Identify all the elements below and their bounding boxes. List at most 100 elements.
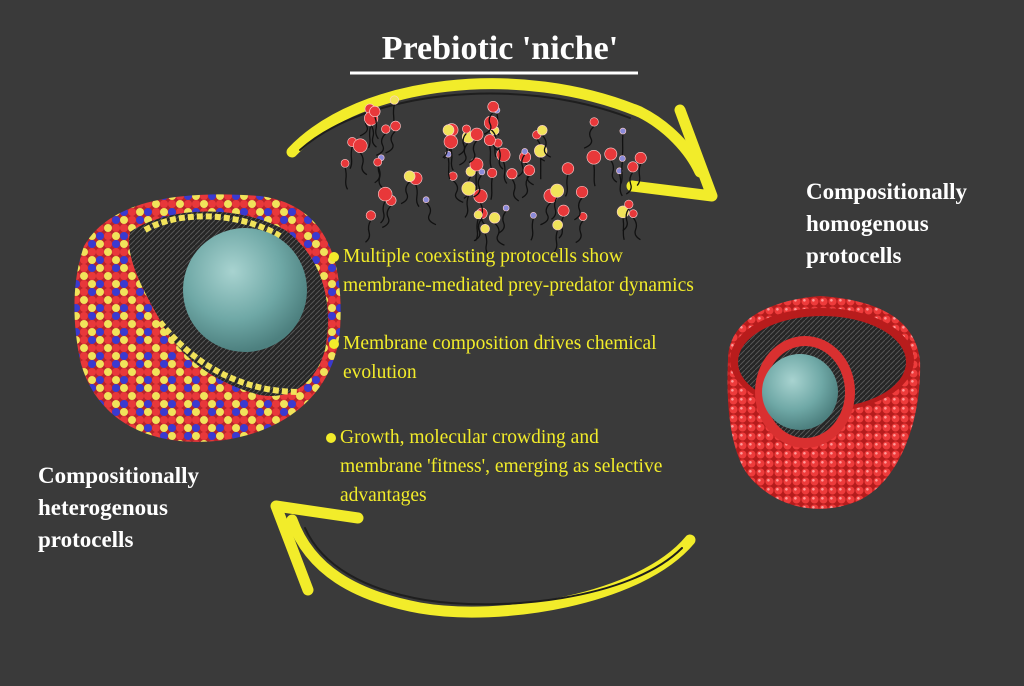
bullet-2-line-2: evolution: [343, 362, 417, 383]
lipid-head: [634, 151, 647, 164]
lipid-head: [552, 219, 563, 231]
lipid-tail: [468, 140, 478, 164]
lipid-tail: [376, 132, 387, 156]
lipid-tail: [365, 219, 372, 243]
lipid-tail: [377, 165, 384, 189]
lipid-head: [487, 167, 498, 178]
heterogenous-label-line-2: heterogenous: [38, 495, 168, 520]
lipid-head: [353, 138, 368, 153]
lipid-tail: [464, 195, 470, 218]
lipid-head: [478, 168, 486, 176]
lipid-tail: [521, 175, 530, 199]
lipid-tail: [370, 124, 377, 148]
heterogenous-protocell-icon: [74, 194, 341, 442]
lipid-head: [461, 181, 476, 196]
lipid-head: [390, 120, 401, 132]
lipid-tail: [400, 181, 411, 205]
lipid-tail: [359, 152, 368, 176]
lipid-tail: [497, 146, 504, 170]
bullet-growth-fitness: Growth, molecular crowding and membrane …: [326, 423, 760, 510]
lipid-head: [575, 185, 589, 199]
lipid-head: [550, 183, 565, 198]
page-title: Prebiotic 'niche': [381, 30, 619, 67]
lipid-head: [557, 204, 570, 217]
lipid-tail: [474, 218, 479, 242]
lipid-tail: [502, 161, 508, 184]
bullet-3-line-1: Growth, molecular crowding and: [340, 427, 599, 448]
lipid-head: [627, 161, 639, 173]
lipid-head: [487, 101, 499, 113]
lipid-tail: [498, 210, 507, 234]
bullet-prey-predator: Multiple coexisting protocells show memb…: [329, 242, 793, 300]
bullet-dot-icon: [329, 252, 339, 262]
lipid-tail: [636, 163, 642, 187]
lipid-tail: [381, 205, 392, 229]
lipid-tail: [551, 196, 558, 220]
heterogenous-protocells-label: Compositionally heterogenous protocells: [38, 460, 258, 556]
lipid-head: [448, 171, 458, 181]
lipid-head: [586, 150, 602, 165]
lipid-tail: [610, 159, 618, 183]
lipid-tail: [622, 208, 630, 232]
lipid-head: [369, 105, 381, 118]
heterogenous-label-line-1: Compositionally: [38, 463, 200, 488]
lipid-tail: [474, 170, 478, 194]
lipid-tail: [553, 229, 559, 253]
lipid-tail: [380, 200, 386, 224]
lipid-tail: [621, 133, 624, 157]
lipid-tail: [489, 145, 492, 168]
lipid-head: [403, 170, 416, 183]
lipid-tail: [494, 222, 505, 246]
lipid-tail: [620, 161, 624, 184]
bullet-dot-icon: [326, 433, 336, 443]
lipid-head: [470, 127, 484, 141]
lipid-head: [488, 212, 501, 224]
lipid-molecules-icon: [340, 95, 647, 256]
lipid-tail: [452, 179, 464, 204]
homogenous-label-line-3: protocells: [806, 243, 902, 268]
lipid-tail: [484, 232, 490, 256]
lipid-tail: [490, 177, 493, 200]
lipid-head: [521, 148, 529, 155]
lipid-head: [619, 155, 626, 162]
lipid-head: [537, 125, 548, 136]
lipid-head: [628, 209, 638, 218]
lipid-head: [422, 196, 430, 203]
lipid-head: [381, 124, 391, 134]
lipid-head: [442, 124, 455, 136]
lipid-tail: [367, 125, 372, 149]
lipid-head: [484, 115, 499, 131]
bullet-2-line-1: Membrane composition drives chemical: [343, 333, 657, 354]
homogenous-protocell-icon: [727, 296, 921, 509]
lipid-tail: [632, 217, 641, 241]
lipid-tail: [344, 167, 349, 190]
lipid-tail: [447, 157, 451, 180]
curved-arrow-right-icon: [286, 78, 718, 202]
lipid-head: [502, 204, 510, 212]
lipid-tail: [593, 164, 596, 187]
lipid-tail: [511, 178, 520, 202]
lipid-head: [530, 211, 537, 219]
bullet-1-line-1: Multiple coexisting protocells show: [343, 246, 624, 267]
lipid-head: [389, 95, 399, 105]
lipid-tail: [450, 148, 454, 171]
lipid-tail: [349, 146, 353, 170]
bullet-3-line-3: advantages: [340, 485, 427, 506]
lipid-tail: [473, 218, 483, 242]
lipid-head: [619, 127, 627, 135]
lipid-tail: [458, 132, 467, 156]
curved-arrow-left-icon: [270, 500, 696, 618]
lipid-head: [624, 199, 634, 209]
lipid-head: [473, 210, 483, 220]
lipid-head: [469, 157, 484, 172]
bullet-dot-icon: [329, 339, 339, 349]
bullet-1-line-2: membrane-mediated prey-predator dynamics: [343, 275, 694, 296]
lipid-tail: [385, 130, 397, 154]
homogenous-label-line-1: Compositionally: [806, 179, 968, 204]
lipid-head: [506, 168, 518, 180]
lipid-head: [589, 117, 599, 127]
lipid-head: [378, 186, 393, 202]
lipid-tail: [459, 142, 469, 166]
lipid-tail: [473, 174, 483, 198]
lipid-head: [561, 162, 575, 175]
